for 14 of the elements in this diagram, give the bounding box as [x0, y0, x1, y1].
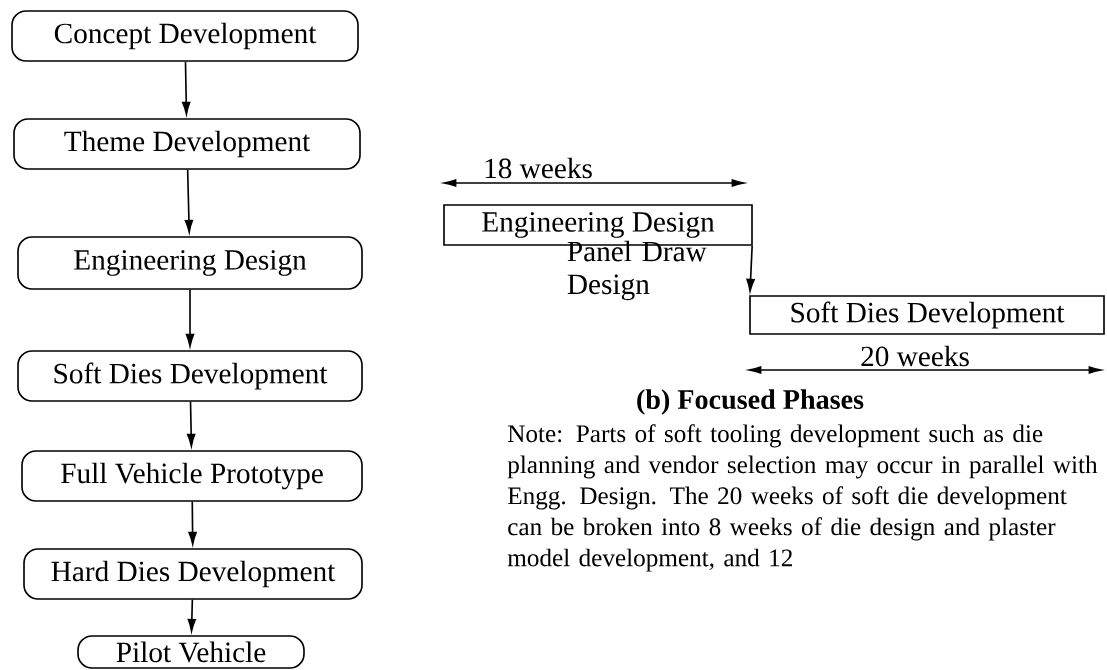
- phase-box: Soft Dies Development: [17, 350, 363, 402]
- note-text: Note: Parts of soft tooling development such as die planning and vendor selection may occur in parallel with Engg. Design. The 20 weeks of soft die development can be broken into 8 weeks of die design and plaster model development, and 12: [507, 424, 1098, 572]
- phase-box: Hard Dies Development: [23, 548, 363, 600]
- arrow: [746, 245, 755, 292]
- phase-box: Pilot Vehicle: [77, 635, 305, 669]
- phase-box: Full Vehicle Prototype: [21, 450, 363, 502]
- arrow: [188, 501, 197, 545]
- arrow: [184, 169, 194, 233]
- phase-box: Engineering Design: [17, 236, 363, 290]
- phase-box: Theme Development: [13, 118, 361, 170]
- arrow: [185, 289, 195, 347]
- bar-box: Soft Dies Development: [749, 295, 1105, 335]
- phase-box: Concept Development: [11, 10, 359, 62]
- caption: (b) Focused Phases: [637, 389, 864, 415]
